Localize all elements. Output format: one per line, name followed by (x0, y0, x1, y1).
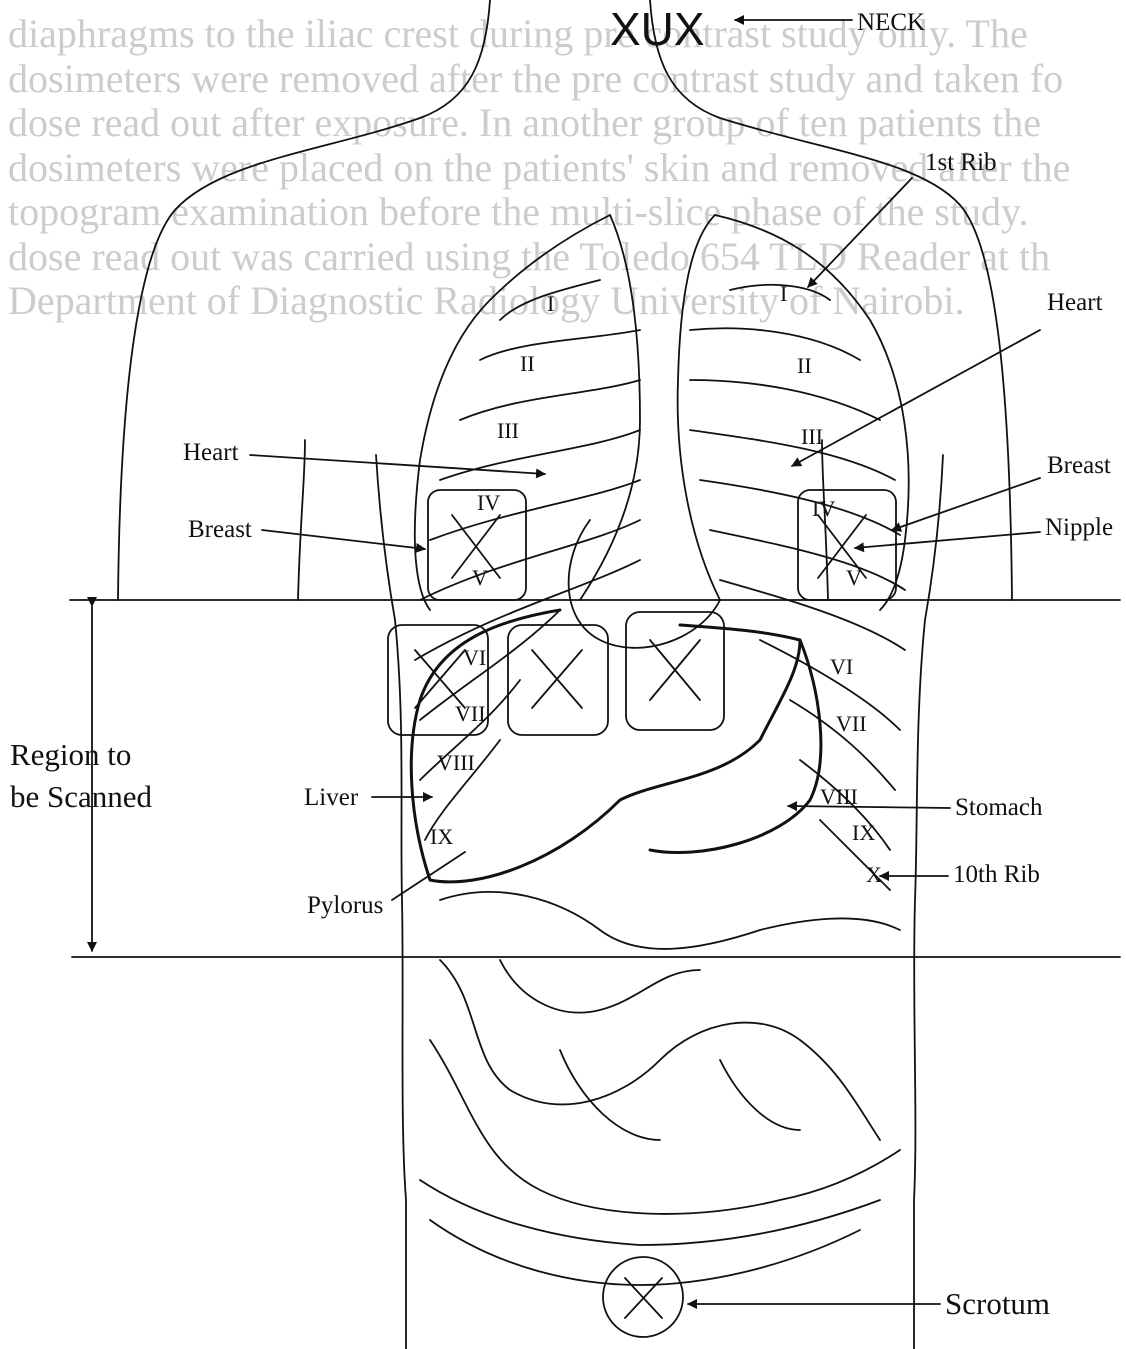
rib-numeral: III (497, 420, 519, 442)
rib-numeral: X (866, 864, 882, 886)
rib-numeral: IV (812, 498, 835, 520)
rib-numeral: II (797, 355, 812, 377)
rib-numeral: VI (830, 656, 853, 678)
rib-numeral: IX (852, 822, 875, 844)
rib-numeral: VII (455, 703, 486, 725)
rib-numeral: VI (463, 647, 486, 669)
label-scrotum: Scrotum (945, 1288, 1050, 1319)
rib-numeral: VIII (820, 786, 858, 808)
rib-numeral: III (801, 426, 823, 448)
label-1st-rib: 1st Rib (925, 150, 997, 175)
label-10th-rib: 10th Rib (953, 862, 1040, 887)
rib-numeral: V (472, 567, 488, 589)
rib-numeral: I (547, 293, 554, 315)
label-pylorus: Pylorus (307, 893, 383, 918)
neck-marker: XUX (610, 6, 705, 52)
rib-numeral: II (520, 353, 535, 375)
label-liver: Liver (304, 785, 358, 810)
label-region-to-be-scanned: Region to be Scanned (10, 734, 152, 818)
label-breast-left: Breast (188, 517, 252, 542)
label-heart-right: Heart (1047, 290, 1103, 315)
label-stomach: Stomach (955, 795, 1043, 820)
rib-numeral: VII (836, 713, 867, 735)
rib-numeral: V (846, 567, 862, 589)
lung-left (415, 215, 610, 610)
label-breast-right: Breast (1047, 453, 1111, 478)
region-line-1: Region to (10, 734, 152, 776)
region-line-2: be Scanned (10, 776, 152, 818)
rib-numeral: IV (477, 492, 500, 514)
rib-numeral: VIII (437, 752, 475, 774)
lung-right (678, 215, 720, 600)
torso-outline (118, 0, 490, 600)
intestines (440, 892, 900, 949)
rib-numeral: IX (430, 826, 453, 848)
rib-numeral: I (780, 283, 787, 305)
label-heart-left: Heart (183, 440, 239, 465)
label-neck: NECK (857, 10, 925, 35)
label-nipple: Nipple (1045, 515, 1113, 540)
